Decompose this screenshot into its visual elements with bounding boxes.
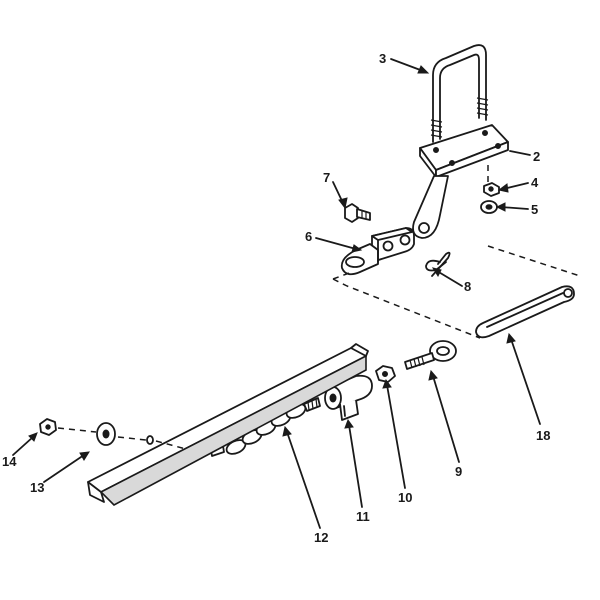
callout-10: 10 xyxy=(398,490,412,505)
callout-3: 3 xyxy=(379,51,386,66)
callout-8: 8 xyxy=(464,279,471,294)
callout-labels: 3 2 4 5 7 6 8 18 9 10 11 12 13 14 xyxy=(2,51,550,545)
washer-part-5 xyxy=(480,200,498,214)
callout-4: 4 xyxy=(531,175,539,190)
washer-part-13 xyxy=(96,422,116,446)
angle-bar xyxy=(87,343,369,506)
callout-18: 18 xyxy=(536,428,550,443)
callout-7: 7 xyxy=(323,170,330,185)
callout-2: 2 xyxy=(533,149,540,164)
callout-11: 11 xyxy=(356,509,370,524)
link-rod-part-18 xyxy=(475,285,575,339)
cotter-pin-part-8 xyxy=(425,251,451,277)
callout-9: 9 xyxy=(455,464,462,479)
callout-14: 14 xyxy=(2,454,17,469)
nut-part-4 xyxy=(483,182,500,197)
assembly-boundary-dashes xyxy=(332,245,581,339)
clevis-part-6 xyxy=(340,227,415,276)
callout-13: 13 xyxy=(30,480,44,495)
callout-12: 12 xyxy=(314,530,328,545)
leader-lines xyxy=(12,58,541,529)
hex-nut-part-10 xyxy=(375,365,396,383)
bracket-part-2 xyxy=(412,124,509,239)
nut-part-14 xyxy=(39,418,57,436)
bolt-part-7 xyxy=(344,203,371,223)
u-bolt-part-3 xyxy=(430,44,489,143)
callout-5: 5 xyxy=(531,202,538,217)
eye-bolt-part-9 xyxy=(404,340,457,370)
callout-6: 6 xyxy=(305,229,312,244)
